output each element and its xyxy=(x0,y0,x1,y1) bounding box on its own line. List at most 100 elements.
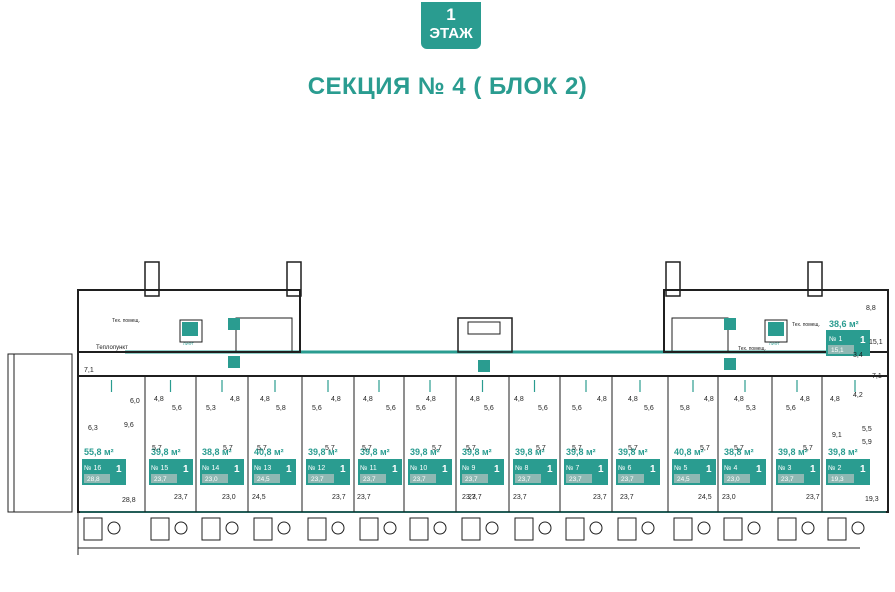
apartment-area: 39,8 м² xyxy=(618,447,648,457)
left-vent-shaft-1 xyxy=(144,261,160,297)
hall-dimension: 5,7 xyxy=(152,445,162,452)
balcony-table xyxy=(485,521,499,535)
bathroom-dimension: 4,8 xyxy=(830,396,840,403)
balcony xyxy=(253,517,273,541)
apartment-rooms: 1 xyxy=(286,464,292,475)
apartment-area: 40,8 м² xyxy=(254,447,284,457)
apartment-rooms: 1 xyxy=(234,464,240,475)
hall-dimension: 5,7 xyxy=(734,445,744,452)
bathroom-dimension: 4,8 xyxy=(331,396,341,403)
apartment-area: 39,8 м² xyxy=(462,447,492,457)
living-room-dimension: 23,7 xyxy=(332,494,346,501)
living-area-value: 23,7 xyxy=(465,476,478,483)
living-area-value: 23,0 xyxy=(205,476,218,483)
living-area-value: 23,7 xyxy=(311,476,324,483)
kitchen-dimension: 5,3 xyxy=(746,405,756,412)
apartment-area: 38,8 м² xyxy=(202,447,232,457)
apartment-cell xyxy=(821,375,889,513)
bathroom-dimension: 4,8 xyxy=(597,396,607,403)
balcony-table xyxy=(641,521,655,535)
bathroom-dimension: 4,8 xyxy=(363,396,373,403)
room-dimension: 8,8 xyxy=(866,305,876,312)
left-lift-room xyxy=(179,319,203,343)
right-vent-shaft-2 xyxy=(807,261,823,297)
bathroom-dimension: 4,8 xyxy=(800,396,810,403)
balcony-table xyxy=(331,521,345,535)
living-room-dimension: 23,7 xyxy=(513,494,527,501)
living-room-dimension: 24,5 xyxy=(698,494,712,501)
apartment-number: № 1 xyxy=(829,336,842,343)
apartment-rooms: 1 xyxy=(116,464,122,475)
room-dimension: 19,3 xyxy=(865,496,879,503)
balcony xyxy=(201,517,221,541)
hall-dimension: 5,7 xyxy=(362,445,372,452)
living-area-box xyxy=(84,474,110,483)
apartment-number: № 10 xyxy=(410,465,427,472)
apartment-number: № 13 xyxy=(254,465,271,472)
kitchen-dimension: 5,3 xyxy=(206,405,216,412)
tech-room-left-label: Тех. помещ. xyxy=(112,318,140,324)
apartment-cell xyxy=(353,375,405,513)
living-area-value: 23,7 xyxy=(569,476,582,483)
hall-dimension: 5,7 xyxy=(803,445,813,452)
apartment-number: № 15 xyxy=(151,465,168,472)
balcony xyxy=(150,517,170,541)
lift-icon: ЛИФТ xyxy=(182,322,198,346)
living-area-box xyxy=(828,345,854,354)
apartment-number: № 3 xyxy=(778,465,791,472)
left-vent-shaft-2 xyxy=(286,261,302,297)
hall-dimension: 5,7 xyxy=(432,445,442,452)
left-terrace xyxy=(7,353,73,513)
kitchen-dimension: 5,6 xyxy=(172,405,182,412)
apartment-area: 39,8 м² xyxy=(410,447,440,457)
living-area-value: 19,3 xyxy=(831,476,844,483)
apartment-rooms: 1 xyxy=(810,464,816,475)
hall-dimension: 5,7 xyxy=(700,445,710,452)
apartment-area: 39,8 м² xyxy=(828,447,858,457)
apartment-area: 38,6 м² xyxy=(829,319,859,329)
living-area-box xyxy=(202,474,228,483)
building-structure xyxy=(7,261,889,555)
bathroom-dimension: 4,8 xyxy=(734,396,744,403)
apartment-rooms: 1 xyxy=(860,335,866,346)
kitchen-dimension: 5,6 xyxy=(484,405,494,412)
balcony xyxy=(359,517,379,541)
kitchen-dimension: 5,6 xyxy=(538,405,548,412)
balcony-table xyxy=(383,521,397,535)
apartment-area: 39,8 м² xyxy=(515,447,545,457)
lift-icon: ЛИФТ xyxy=(768,322,784,346)
living-area-box xyxy=(828,474,854,483)
apartment-rooms: 1 xyxy=(494,464,500,475)
room-dimension: 5,5 xyxy=(862,426,872,433)
apartment-area: 38,8 м² xyxy=(724,447,754,457)
living-room-dimension: 23,7 xyxy=(593,494,607,501)
living-area-value: 24,5 xyxy=(677,476,690,483)
balcony xyxy=(673,517,693,541)
living-room-dimension: 23,0 xyxy=(722,494,736,501)
apartment-rooms: 1 xyxy=(340,464,346,475)
balcony-table xyxy=(697,521,711,535)
living-area-value: 23,7 xyxy=(154,476,167,483)
hall-dimension: 5,7 xyxy=(536,445,546,452)
apartment-area: 39,8 м² xyxy=(308,447,338,457)
apartment-area: 39,8 м² xyxy=(778,447,808,457)
apartment-cell xyxy=(455,375,510,513)
apartment-rooms: 1 xyxy=(547,464,553,475)
bathroom-dimension: 4,8 xyxy=(470,396,480,403)
hall-dimension: 5,7 xyxy=(466,445,476,452)
kitchen-dimension: 5,6 xyxy=(572,405,582,412)
living-room-dimension: 23,7 xyxy=(468,494,482,501)
apartment-rooms: 1 xyxy=(598,464,604,475)
floor-badge: 1 ЭТАЖ xyxy=(419,0,483,51)
apartment-area: 39,8 м² xyxy=(151,447,181,457)
tech-room-right-label: Тех. помещ. xyxy=(792,322,820,328)
apartment-number: № 4 xyxy=(724,465,737,472)
balcony-table xyxy=(225,521,239,535)
living-area-value: 23,7 xyxy=(518,476,531,483)
floor-label: ЭТАЖ xyxy=(429,25,473,42)
room-dimension: 28,8 xyxy=(122,497,136,504)
living-room-dimension: 23,7 xyxy=(620,494,634,501)
kitchen-dimension: 5,6 xyxy=(312,405,322,412)
balcony-table xyxy=(801,521,815,535)
balcony-table xyxy=(589,521,603,535)
